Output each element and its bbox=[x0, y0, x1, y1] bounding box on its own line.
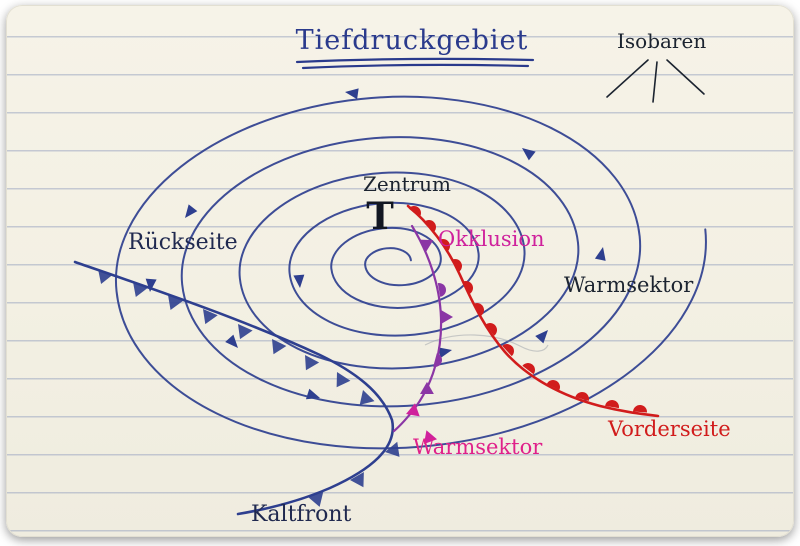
cold-front-tooth bbox=[350, 472, 364, 488]
flow-arrow-icon bbox=[305, 388, 320, 400]
flow-arrow-icon bbox=[535, 330, 548, 344]
cold-front-line bbox=[73, 260, 395, 516]
label-isobaren: Isobaren bbox=[617, 29, 707, 53]
warm-front bbox=[406, 204, 660, 418]
warm-front-bump bbox=[546, 380, 560, 391]
flow-arrow-icon bbox=[345, 88, 359, 100]
label-rueckseite: Rückseite bbox=[128, 230, 238, 255]
warm-front-bump bbox=[462, 281, 473, 295]
occlusion-triangle bbox=[406, 403, 420, 417]
cold-front-tooth bbox=[359, 390, 375, 405]
cold-front-tooth bbox=[305, 355, 320, 371]
warm-front-bump bbox=[522, 363, 535, 375]
warm-front-bump bbox=[439, 239, 450, 252]
label-okklusion: Okklusion bbox=[438, 227, 545, 251]
label-zentrum: Zentrum bbox=[362, 172, 452, 196]
label-kaltfront: Kaltfront bbox=[251, 502, 352, 527]
flow-arrow-icon bbox=[293, 274, 305, 288]
label-vorderseite: Vorderseite bbox=[608, 417, 731, 441]
warm-front-bump bbox=[424, 220, 436, 233]
flow-arrow-icon bbox=[522, 148, 536, 161]
flow-arrow-icon bbox=[438, 347, 452, 359]
occlusion-bump bbox=[437, 283, 446, 297]
label-warmsektor-bottom: Warmsektor bbox=[413, 435, 543, 459]
warm-front-bump bbox=[485, 323, 497, 336]
warm-front-bump bbox=[451, 259, 462, 273]
low-pressure-center-symbol: T bbox=[366, 194, 394, 238]
cold-front-tooth bbox=[133, 282, 148, 298]
warm-front-bump bbox=[605, 400, 619, 409]
occlusion-triangle bbox=[420, 381, 434, 394]
flow-arrow-icon bbox=[185, 204, 198, 218]
isobar-spiral-path bbox=[114, 95, 707, 450]
occluded-front bbox=[392, 224, 453, 444]
warm-front-bump bbox=[502, 344, 514, 357]
occlusion-triangle bbox=[424, 430, 438, 444]
flow-arrow-icon bbox=[145, 278, 157, 292]
warm-front-bump bbox=[408, 206, 421, 218]
cold-front-tooth bbox=[168, 295, 183, 311]
cold-front-tooth bbox=[308, 492, 324, 507]
cold-front-tooth bbox=[238, 324, 253, 340]
cold-front-tooth bbox=[385, 441, 400, 457]
cold-front-tooth bbox=[203, 309, 218, 325]
cold-front-tooth bbox=[98, 269, 114, 284]
occlusion-symbols-magenta bbox=[406, 403, 438, 444]
cold-front-tooth bbox=[336, 372, 351, 388]
title-underline bbox=[295, 57, 535, 70]
flow-arrow-icon bbox=[225, 334, 238, 348]
flow-arrow-icon bbox=[594, 247, 606, 261]
cold-front-teeth bbox=[98, 269, 400, 507]
warm-front-bump bbox=[633, 405, 647, 413]
occlusion-symbols bbox=[419, 239, 453, 394]
occlusion-triangle bbox=[419, 239, 434, 252]
cold-front-tooth bbox=[272, 339, 287, 355]
label-warmsektor-right: Warmsektor bbox=[564, 273, 694, 297]
warm-front-bump bbox=[575, 392, 589, 402]
occluded-front-line bbox=[392, 224, 443, 433]
diagram-title: Tiefdruckgebiet bbox=[295, 25, 529, 56]
isobar-spiral bbox=[114, 95, 707, 450]
occlusion-bump bbox=[433, 353, 442, 367]
wind-flow-arrows bbox=[145, 88, 606, 400]
isobaren-pointer-lines bbox=[606, 59, 705, 103]
cold-front bbox=[73, 260, 400, 516]
pencil-scribble bbox=[424, 334, 549, 352]
warm-front-bump bbox=[473, 303, 484, 317]
occlusion-triangle bbox=[441, 310, 453, 324]
warm-front-bumps bbox=[408, 206, 647, 413]
